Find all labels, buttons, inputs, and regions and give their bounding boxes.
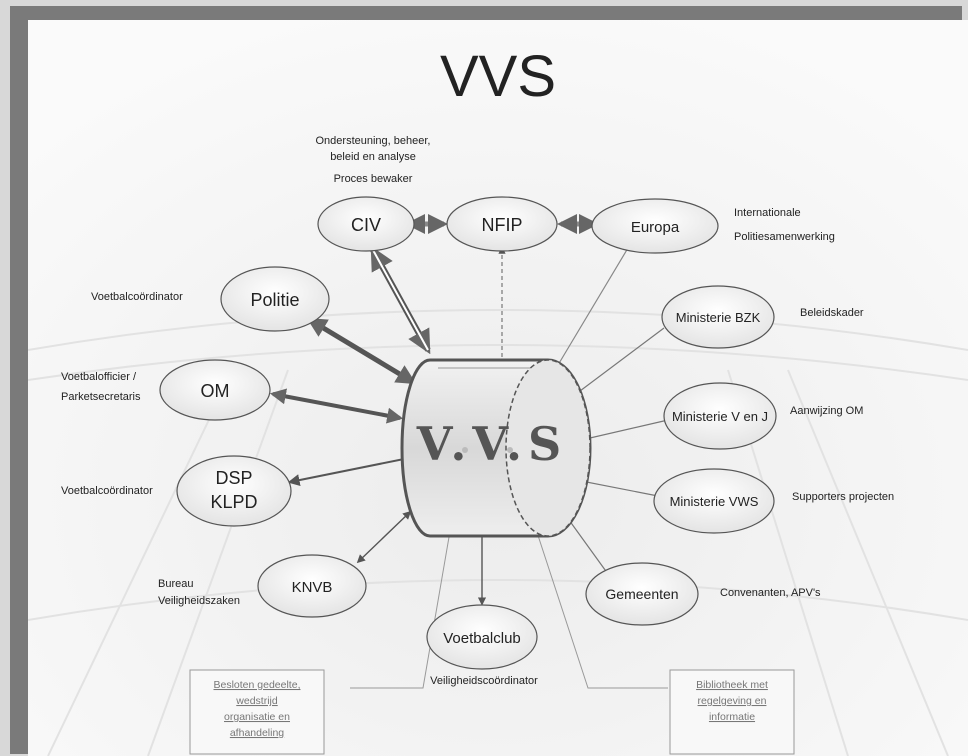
civ-vvs-arrow-inner [372, 249, 429, 351]
right-box-line-3: informatie [709, 711, 755, 723]
dsp-label-2: KLPD [210, 492, 257, 512]
knvb-note-2: Veiligheidszaken [158, 595, 240, 607]
vvs-diagram: VVS V.V.S [28, 20, 968, 756]
europa-note-2: Politiesamenwerking [734, 231, 835, 243]
bzk-label: Ministerie BZK [676, 310, 761, 325]
europa-note-1: Internationale [734, 207, 801, 219]
venj-note: Aanwijzing OM [790, 405, 863, 417]
node-ministerie-vws[interactable]: Ministerie VWS [653, 468, 775, 534]
node-voetbalclub[interactable]: Voetbalclub [426, 604, 538, 670]
civ-note-3: Proces bewaker [334, 173, 413, 185]
nfip-label: NFIP [481, 215, 522, 235]
page-title: VVS [440, 44, 556, 109]
right-info-box[interactable]: Bibliotheek met regelgeving en informati… [669, 669, 795, 755]
right-box-line-1: Bibliotheek met [696, 679, 768, 691]
civ-note-2: beleid en analyse [330, 151, 416, 163]
left-info-box[interactable]: Besloten gedeelte, wedstrijd organisatie… [189, 669, 325, 755]
vvs-center-label: V.V.S [416, 417, 568, 471]
bzk-note: Beleidskader [800, 307, 864, 319]
om-note-2: Parketsecretaris [61, 391, 141, 403]
node-ministerie-bzk[interactable]: Ministerie BZK [661, 285, 775, 349]
civ-note-1: Ondersteuning, beheer, [316, 135, 431, 147]
dsp-vvs-arrow [287, 453, 417, 486]
gemeenten-label: Gemeenten [605, 586, 678, 602]
om-label: OM [201, 381, 230, 401]
node-nfip[interactable]: NFIP [446, 196, 558, 252]
knvb-label: KNVB [292, 579, 333, 596]
node-politie[interactable]: Politie [220, 266, 330, 332]
om-vvs-arrow [269, 388, 404, 424]
stadium-background [28, 309, 968, 756]
politie-note: Voetbalcoördinator [91, 291, 183, 303]
dsp-label-1: DSP [215, 468, 252, 488]
left-box-line-2: wedstrijd [235, 695, 278, 707]
europa-vvs-line [557, 247, 629, 366]
europa-label: Europa [631, 219, 680, 236]
node-dsp-klpd[interactable]: DSP KLPD [176, 455, 292, 527]
dsp-note: Voetbalcoördinator [61, 485, 153, 497]
knvb-note-1: Bureau [158, 578, 193, 590]
node-om[interactable]: OM [159, 359, 271, 421]
left-box-line-4: afhandeling [230, 727, 284, 739]
node-ministerie-venj[interactable]: Ministerie V en J [663, 382, 777, 450]
left-box-line-3: organisatie en [224, 711, 290, 723]
vws-note: Supporters projecten [792, 491, 894, 503]
node-europa[interactable]: Europa [591, 198, 719, 254]
civ-label: CIV [351, 215, 381, 235]
om-note-1: Voetbalofficier / [61, 371, 137, 383]
left-box-line-1: Besloten gedeelte, [214, 679, 301, 691]
politie-label: Politie [250, 290, 299, 310]
node-civ[interactable]: CIV [317, 196, 415, 252]
politie-vvs-arrow [306, 317, 417, 385]
gemeenten-note: Convenanten, APV's [720, 587, 821, 599]
voetbalclub-label: Voetbalclub [443, 630, 521, 647]
voetbalclub-note: Veiligheidscoördinator [430, 675, 538, 687]
knvb-vvs-arrow [356, 510, 412, 564]
venj-label: Ministerie V en J [672, 409, 768, 424]
node-knvb[interactable]: KNVB [257, 554, 367, 618]
slide: VVS V.V.S [28, 20, 968, 756]
right-box-line-2: regelgeving en [698, 695, 767, 707]
node-gemeenten[interactable]: Gemeenten [585, 562, 699, 626]
connections [269, 214, 669, 689]
vws-label: Ministerie VWS [670, 494, 759, 509]
bzk-vvs-arrow [574, 327, 665, 395]
vvs-cylinder: V.V.S [400, 358, 592, 538]
